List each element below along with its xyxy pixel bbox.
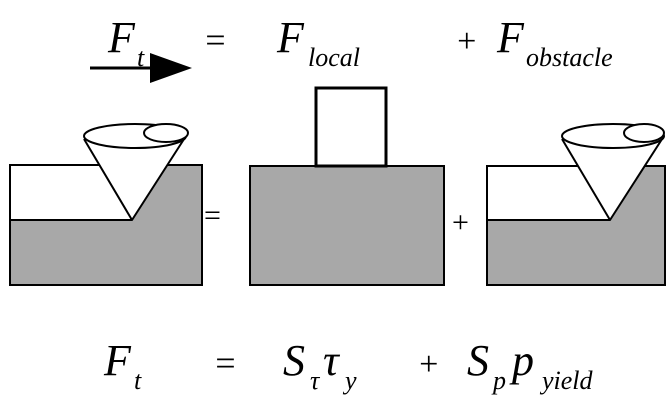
substrate-block <box>249 165 445 286</box>
cone-indenter-icon <box>83 123 189 221</box>
eq-bottom-term2-symbol: S <box>467 336 489 385</box>
obstacle-square <box>314 86 388 168</box>
panel-indenter-left <box>9 123 203 286</box>
cone-indenter-icon <box>561 123 665 221</box>
equation-bottom: F t = S τ τ y + S p p yield <box>103 336 594 395</box>
figure-plus: + <box>452 206 469 239</box>
eq-top-term1-subscript: local <box>308 43 360 72</box>
eq-bottom-lhs-symbol: F <box>103 336 132 385</box>
eq-bottom-plus: + <box>417 346 440 383</box>
eq-top-equals: = <box>203 20 227 60</box>
eq-bottom-term2-subscript2: yield <box>539 366 594 395</box>
eq-bottom-term2-symbol2: p <box>509 336 534 385</box>
eq-top-lhs-symbol: F <box>107 13 136 62</box>
eq-top-term2-symbol: F <box>496 13 525 62</box>
panel-obstacle <box>249 86 445 286</box>
eq-bottom-term1-subscript: τ <box>310 366 321 395</box>
eq-bottom-lhs-subscript: t <box>134 366 142 395</box>
panel-indenter-right <box>486 123 666 286</box>
equation-top: F t = F local + F obstacle <box>90 13 613 83</box>
eq-bottom-equals: = <box>213 343 237 383</box>
eq-top-term1-symbol: F <box>276 13 305 62</box>
eq-top-lhs-subscript: t <box>137 43 145 72</box>
eq-top-plus: + <box>455 23 478 60</box>
eq-bottom-term1-symbol: S <box>283 336 305 385</box>
eq-bottom-term1-subscript2: y <box>342 366 357 395</box>
eq-bottom-term1-symbol2: τ <box>323 336 341 385</box>
figure-equals: = <box>204 199 221 232</box>
deformed-material <box>10 220 202 285</box>
eq-bottom-term2-subscript: p <box>491 366 506 395</box>
eq-top-term2-subscript: obstacle <box>526 43 613 72</box>
deformed-material <box>487 220 665 285</box>
